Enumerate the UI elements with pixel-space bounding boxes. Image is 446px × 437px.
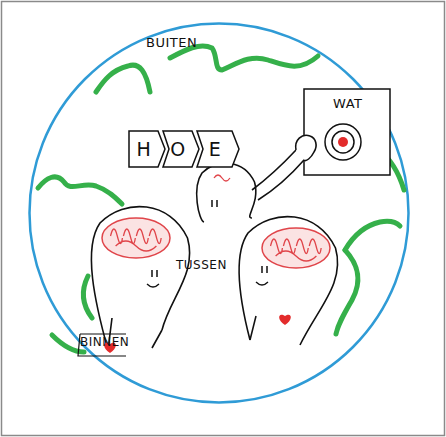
brain-fold bbox=[214, 175, 230, 181]
world-line bbox=[345, 221, 400, 250]
step-chevron bbox=[197, 131, 239, 167]
step-chevron bbox=[129, 131, 165, 167]
smile bbox=[147, 284, 159, 287]
goal-box bbox=[304, 89, 390, 175]
goal-box: WAT bbox=[303, 88, 391, 176]
step-chevron bbox=[163, 131, 199, 167]
step-chevron: H bbox=[128, 130, 166, 168]
person-head bbox=[91, 207, 189, 350]
neck bbox=[250, 316, 256, 340]
brain-fold bbox=[271, 239, 322, 261]
person-head bbox=[197, 163, 256, 222]
smile bbox=[256, 282, 268, 285]
node-text: WAT bbox=[333, 96, 362, 111]
eyes bbox=[212, 200, 217, 207]
world-line bbox=[96, 65, 150, 92]
target-ring bbox=[325, 124, 361, 160]
target-center bbox=[338, 137, 348, 147]
step-chevron: O bbox=[162, 130, 200, 168]
node-text: H bbox=[128, 130, 160, 168]
target-ring bbox=[332, 131, 354, 153]
node-text: E bbox=[196, 130, 234, 168]
area-label: BINNEN bbox=[80, 335, 129, 349]
brain bbox=[262, 228, 330, 268]
eyes bbox=[262, 266, 267, 273]
node-text: O bbox=[162, 130, 194, 168]
person-head bbox=[239, 217, 338, 345]
brain-fold bbox=[111, 229, 162, 251]
illustration bbox=[38, 46, 404, 356]
heart bbox=[279, 315, 291, 325]
world-line bbox=[336, 250, 358, 334]
node-text: BUITEN bbox=[146, 35, 197, 50]
eyes bbox=[152, 270, 157, 277]
world-line bbox=[83, 276, 92, 318]
world-circle bbox=[30, 24, 409, 403]
area-label: TUSSEN bbox=[176, 258, 227, 272]
arm-line bbox=[252, 150, 296, 190]
arm-line bbox=[258, 160, 304, 200]
brain bbox=[102, 218, 170, 258]
step-chevron: E bbox=[196, 130, 240, 168]
world-line bbox=[38, 177, 122, 204]
